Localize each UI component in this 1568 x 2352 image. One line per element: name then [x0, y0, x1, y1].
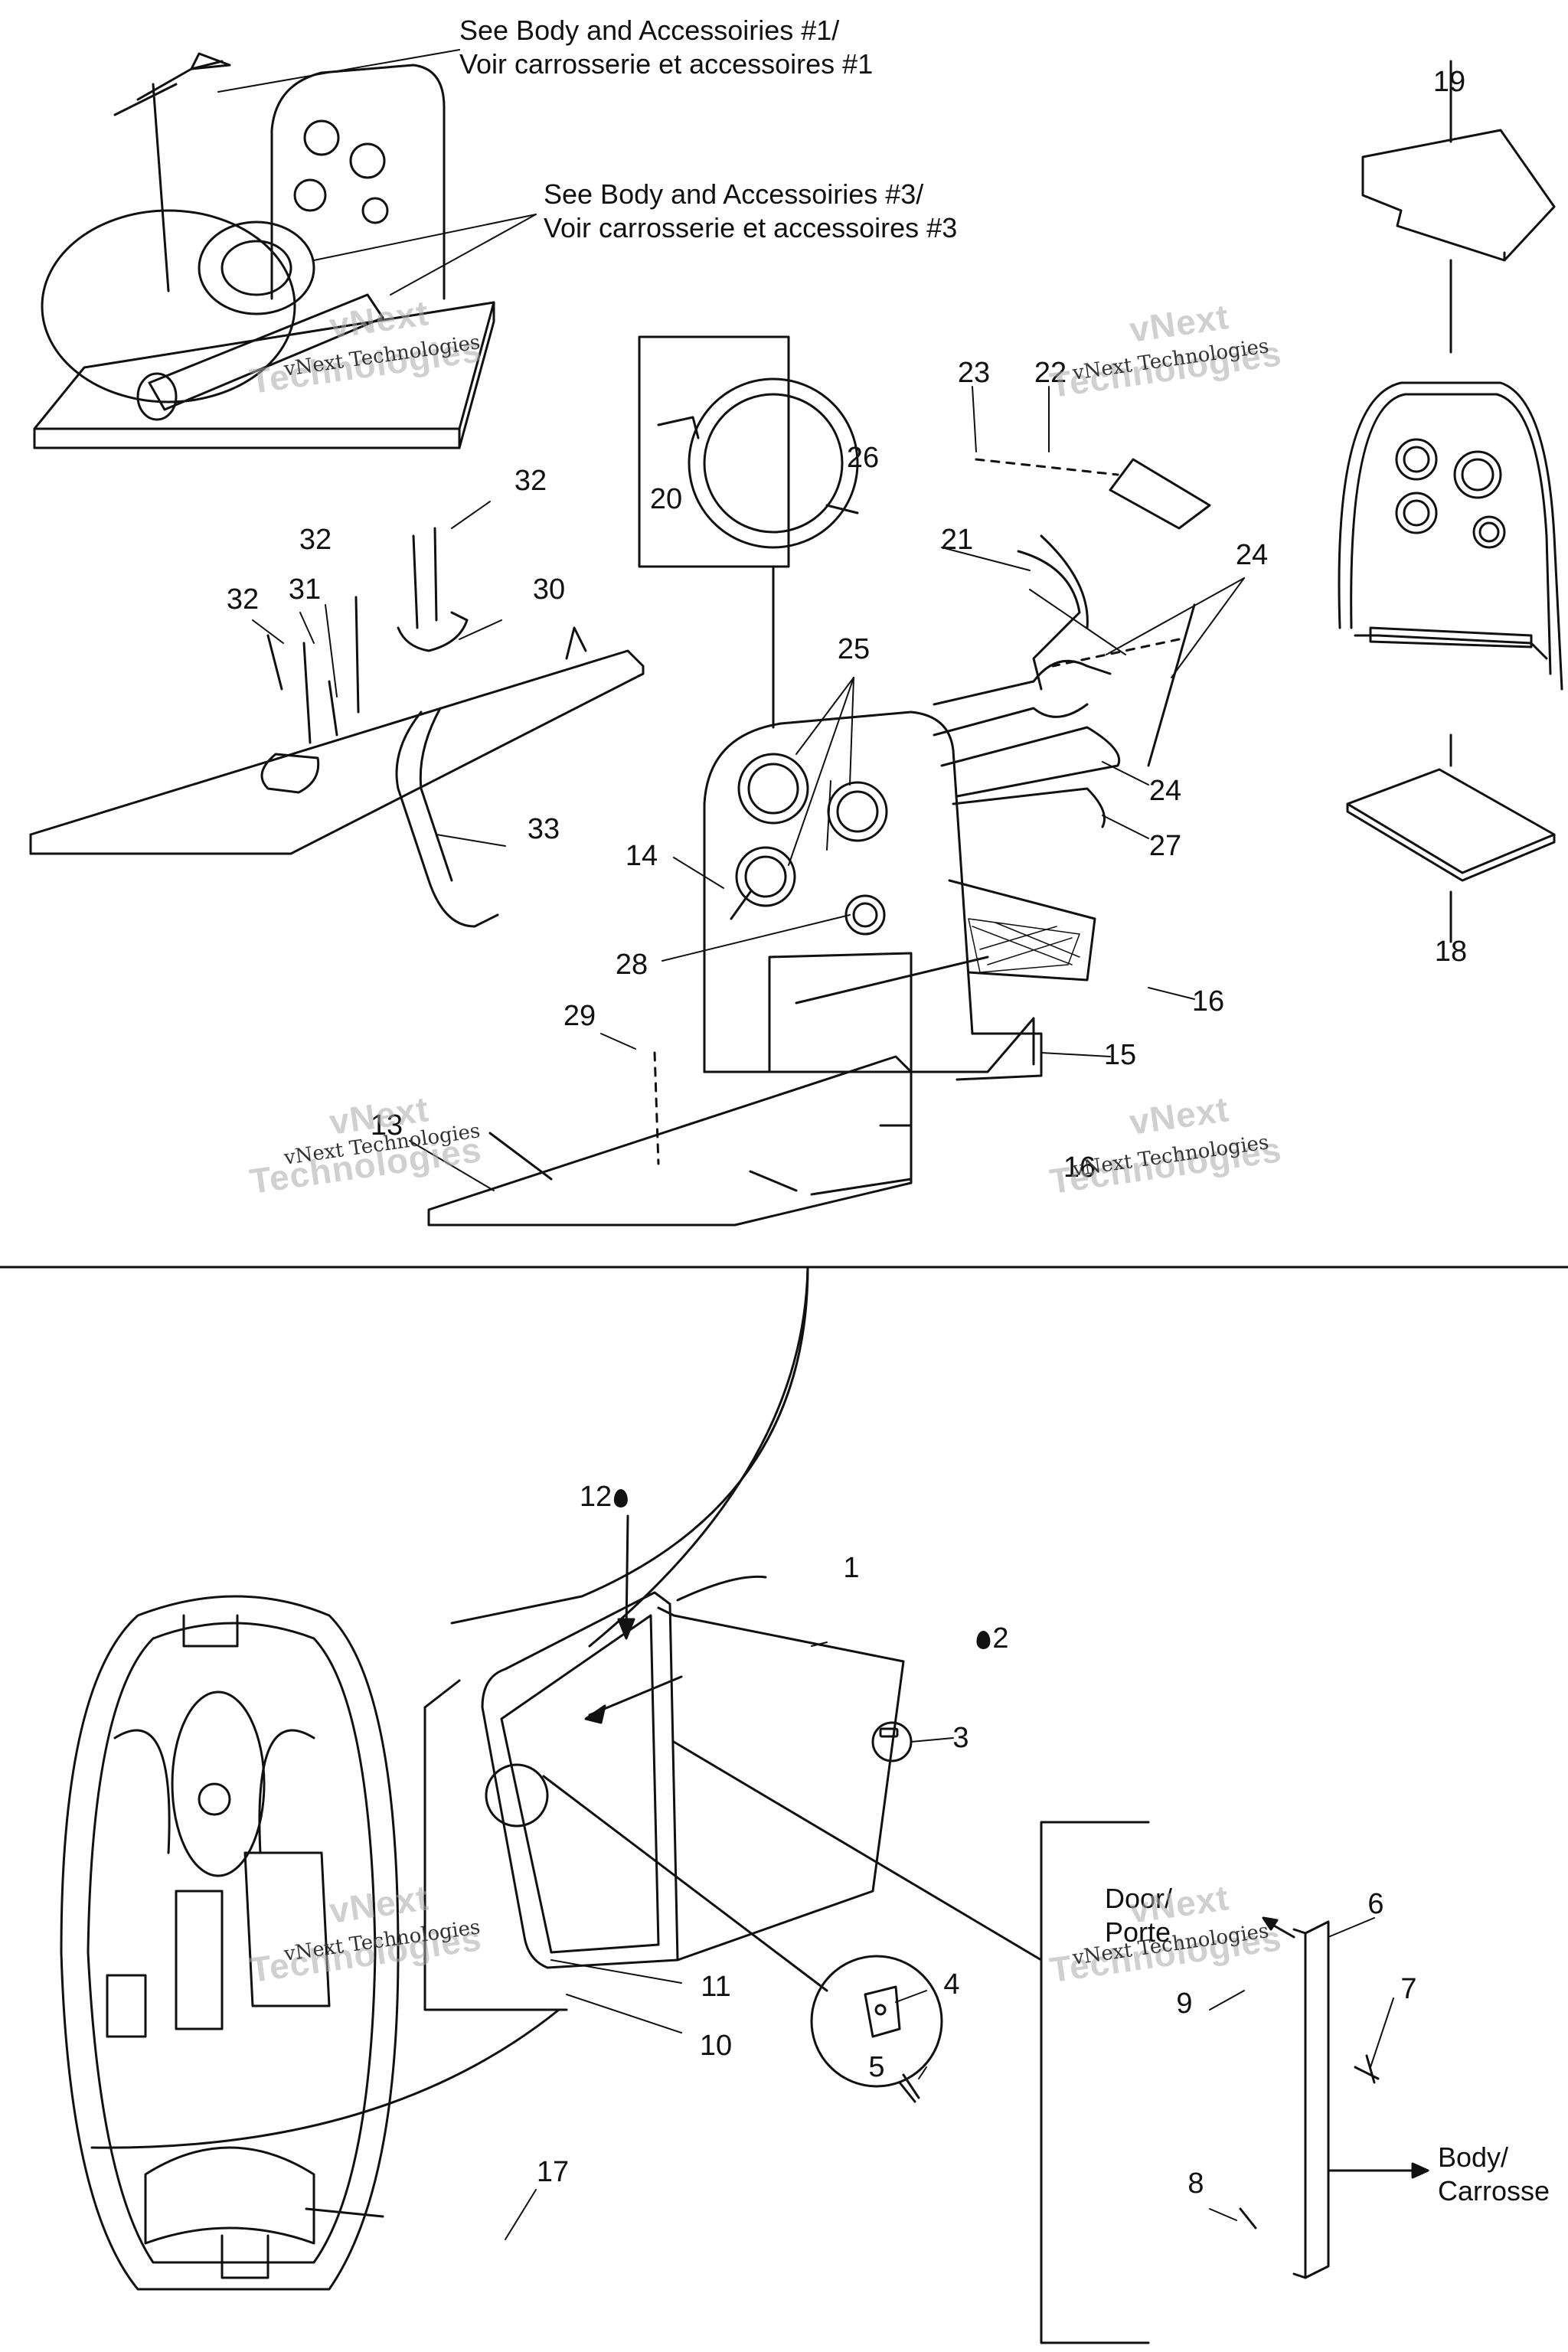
ref-16-upper: 16 [1191, 985, 1225, 1018]
ref-9: 9 [1176, 1988, 1193, 2020]
ref-32-left: 32 [226, 583, 260, 616]
ref-20: 20 [649, 483, 683, 515]
ref-21: 21 [940, 524, 974, 556]
ref-18: 18 [1434, 936, 1468, 968]
note-body-accessories-1-fr: Voir carrosserie et accessoires #1 [459, 48, 874, 80]
hull-outline [60, 1266, 809, 2291]
overview-assembly-top-left [33, 52, 495, 449]
ref-27: 27 [1148, 830, 1182, 862]
ref-32-mid: 32 [299, 524, 332, 556]
note-body: Body/ Carrosse [1438, 2141, 1550, 2207]
ref-1: 1 [843, 1552, 860, 1584]
ref-2-label: 2 [992, 1622, 1009, 1655]
ref-5: 5 [868, 2051, 885, 2083]
ref-7: 7 [1400, 1973, 1417, 2005]
ref-24-upper: 24 [1235, 539, 1269, 571]
storage-door-assembly [423, 1514, 1043, 2103]
leader-lines [217, 49, 1394, 2240]
console-pad-assembly [1338, 60, 1563, 943]
ref-23: 23 [957, 357, 991, 389]
ref-15: 15 [1103, 1039, 1137, 1071]
ref-2: 2 [974, 1622, 1009, 1655]
ref-29: 29 [563, 1000, 596, 1032]
hinge-detail [1040, 1821, 1429, 2344]
ref-4: 4 [943, 1968, 960, 2001]
ref-12: 12 [580, 1482, 630, 1511]
ref-14: 14 [625, 840, 658, 872]
ref-31: 31 [288, 573, 322, 606]
ref-25: 25 [837, 633, 871, 665]
ref-32-top: 32 [514, 465, 547, 497]
hook-assembly [29, 527, 645, 928]
ref-11: 11 [701, 1971, 731, 2003]
sealant-drop-icon [614, 1488, 629, 1508]
note-door: Door/ Porte [1105, 1883, 1173, 1948]
main-console-assembly [427, 335, 1211, 1227]
ref-16-lower: 16 [1063, 1152, 1096, 1184]
note-body-accessories-3-fr: Voir carrosserie et accessoires #3 [544, 212, 958, 243]
ref-13: 13 [370, 1109, 403, 1142]
ref-3: 3 [952, 1722, 969, 1754]
ref-28: 28 [615, 949, 648, 981]
ref-24-lower: 24 [1148, 775, 1182, 807]
ref-22: 22 [1034, 357, 1067, 389]
ref-17: 17 [536, 2156, 570, 2188]
sealant-drop-icon [976, 1630, 991, 1649]
ref-33: 33 [527, 813, 560, 845]
ref-30: 30 [532, 573, 566, 606]
ref-19: 19 [1432, 66, 1466, 98]
note-body-accessories-3-en: See Body and Accessoiries #3/ [544, 178, 924, 210]
ref-8: 8 [1187, 2167, 1204, 2200]
ref-26: 26 [846, 442, 880, 474]
ref-12-label: 12 [579, 1481, 612, 1513]
ref-10: 10 [699, 2030, 733, 2062]
note-body-accessories-1-en: See Body and Accessoiries #1/ [459, 15, 840, 46]
ref-6: 6 [1367, 1888, 1384, 1920]
